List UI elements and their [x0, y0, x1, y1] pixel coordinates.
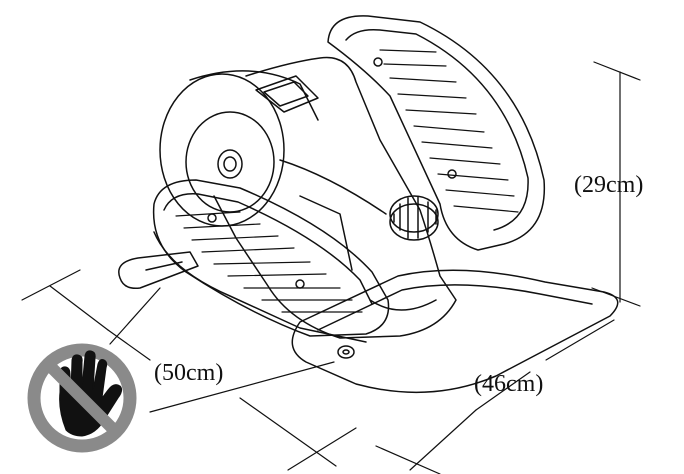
no-hand-icon [27, 343, 137, 453]
base-plate [291, 269, 619, 394]
stabilizer-foot [118, 251, 199, 290]
depth-label: (50cm) [154, 360, 224, 386]
width-dimension-line [375, 319, 615, 474]
resistance-knob [389, 195, 439, 241]
display-screen [255, 75, 319, 113]
transport-wheels [337, 345, 355, 359]
height-label: (29cm) [574, 172, 644, 198]
depth-dimension-line [21, 269, 357, 471]
height-dimension-line [591, 61, 641, 307]
front-pedal [152, 179, 390, 343]
width-label: (46cm) [474, 371, 544, 397]
rear-pedal [327, 15, 546, 251]
main-housing [213, 56, 457, 339]
